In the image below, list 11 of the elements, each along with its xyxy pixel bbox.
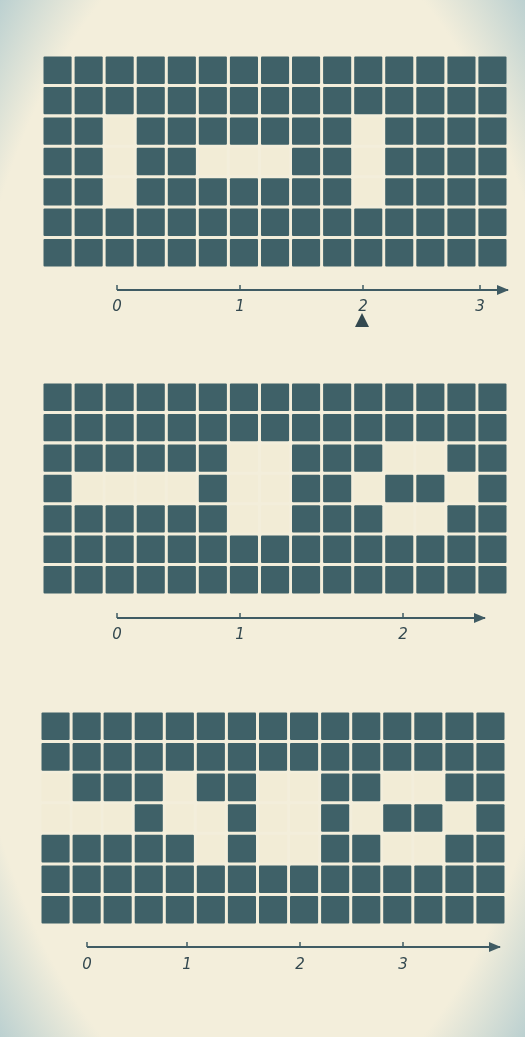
axis-tick-label: 3 bbox=[398, 956, 408, 972]
axis-tick-label: 2 bbox=[398, 626, 408, 642]
axis-tick-label: 0 bbox=[112, 298, 122, 314]
axis-tick-label: 2 bbox=[358, 298, 368, 314]
axis-tick-label: 1 bbox=[182, 956, 192, 972]
axis-tick-label: 0 bbox=[82, 956, 92, 972]
axis-tick-label: 2 bbox=[295, 956, 305, 972]
axis-tick-label: 3 bbox=[475, 298, 485, 314]
axis-tick-label: 0 bbox=[112, 626, 122, 642]
axis-tick-label: 1 bbox=[235, 298, 245, 314]
axis-tick-label: 1 bbox=[235, 626, 245, 642]
